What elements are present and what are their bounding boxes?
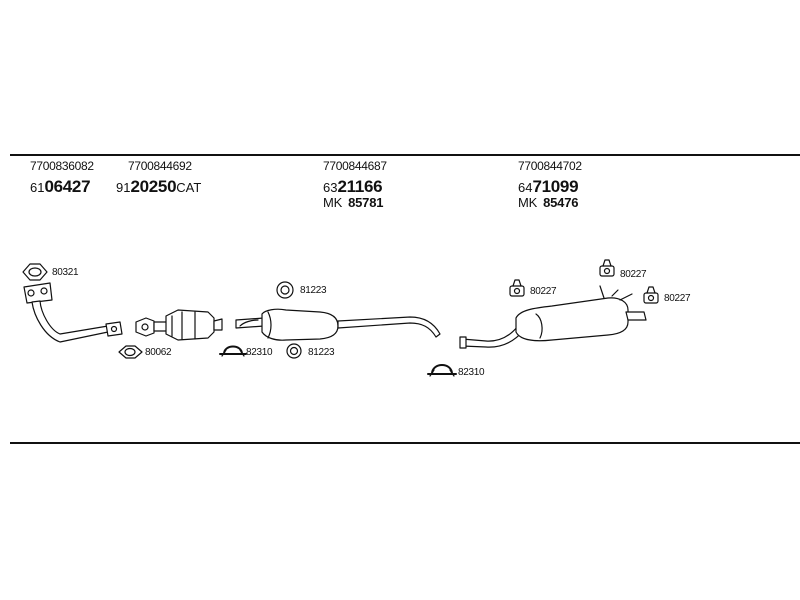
part-number-front-pipe: 6106427	[30, 177, 91, 198]
mk-value: 85781	[348, 195, 384, 210]
mk-label: MK	[518, 195, 538, 210]
gasket-80321-icon	[22, 263, 48, 281]
callout-82310-right: 82310	[458, 367, 485, 378]
callout-80227-left: 80227	[530, 286, 557, 297]
front-pipe-icon	[23, 282, 123, 343]
mk-label: MK	[323, 195, 343, 210]
callout-80227-top: 80227	[620, 269, 647, 280]
part-main: 06427	[44, 177, 91, 196]
clamp-82310-left-icon	[219, 345, 247, 357]
clamp-82310-right-icon	[427, 364, 457, 377]
part-number-rear-silencer: 6471099	[518, 177, 579, 198]
header-rule	[10, 154, 800, 156]
callout-81223-lower: 81223	[308, 347, 335, 358]
mk-number-rear-silencer: MK 85476	[518, 195, 578, 210]
mk-value: 85476	[543, 195, 579, 210]
footer-rule	[10, 442, 800, 444]
oe-number-front-pipe: 7700836082	[30, 159, 94, 173]
hanger-80227-top-icon	[599, 259, 615, 277]
middle-silencer-icon	[235, 308, 441, 341]
gasket-80062-icon	[118, 345, 143, 359]
mk-number-middle-silencer: MK 85781	[323, 195, 383, 210]
part-prefix: 61	[30, 180, 45, 195]
part-suffix: CAT	[176, 180, 202, 195]
hanger-80227-right-icon	[643, 286, 659, 304]
callout-82310-left: 82310	[246, 347, 273, 358]
callout-80062: 80062	[145, 347, 172, 358]
callout-80321: 80321	[52, 267, 79, 278]
part-prefix: 63	[323, 180, 338, 195]
part-number-middle-silencer: 6321166	[323, 177, 383, 198]
part-number-catalyst: 9120250CAT	[116, 177, 201, 198]
oe-number-middle-silencer: 7700844687	[323, 159, 387, 173]
callout-81223-upper: 81223	[300, 285, 327, 296]
o-ring-81223-lower-icon	[286, 343, 302, 359]
part-prefix: 91	[116, 180, 131, 195]
oe-number-rear-silencer: 7700844702	[518, 159, 582, 173]
part-main: 71099	[532, 177, 579, 196]
part-prefix: 64	[518, 180, 533, 195]
part-main: 20250	[130, 177, 177, 196]
callout-80227-right: 80227	[664, 293, 691, 304]
catalyst-icon	[135, 309, 223, 341]
o-ring-81223-upper-icon	[276, 281, 294, 299]
hanger-80227-left-icon	[509, 279, 525, 297]
rear-silencer-icon	[459, 285, 647, 349]
part-main: 21166	[337, 177, 383, 196]
oe-number-catalyst: 7700844692	[128, 159, 192, 173]
